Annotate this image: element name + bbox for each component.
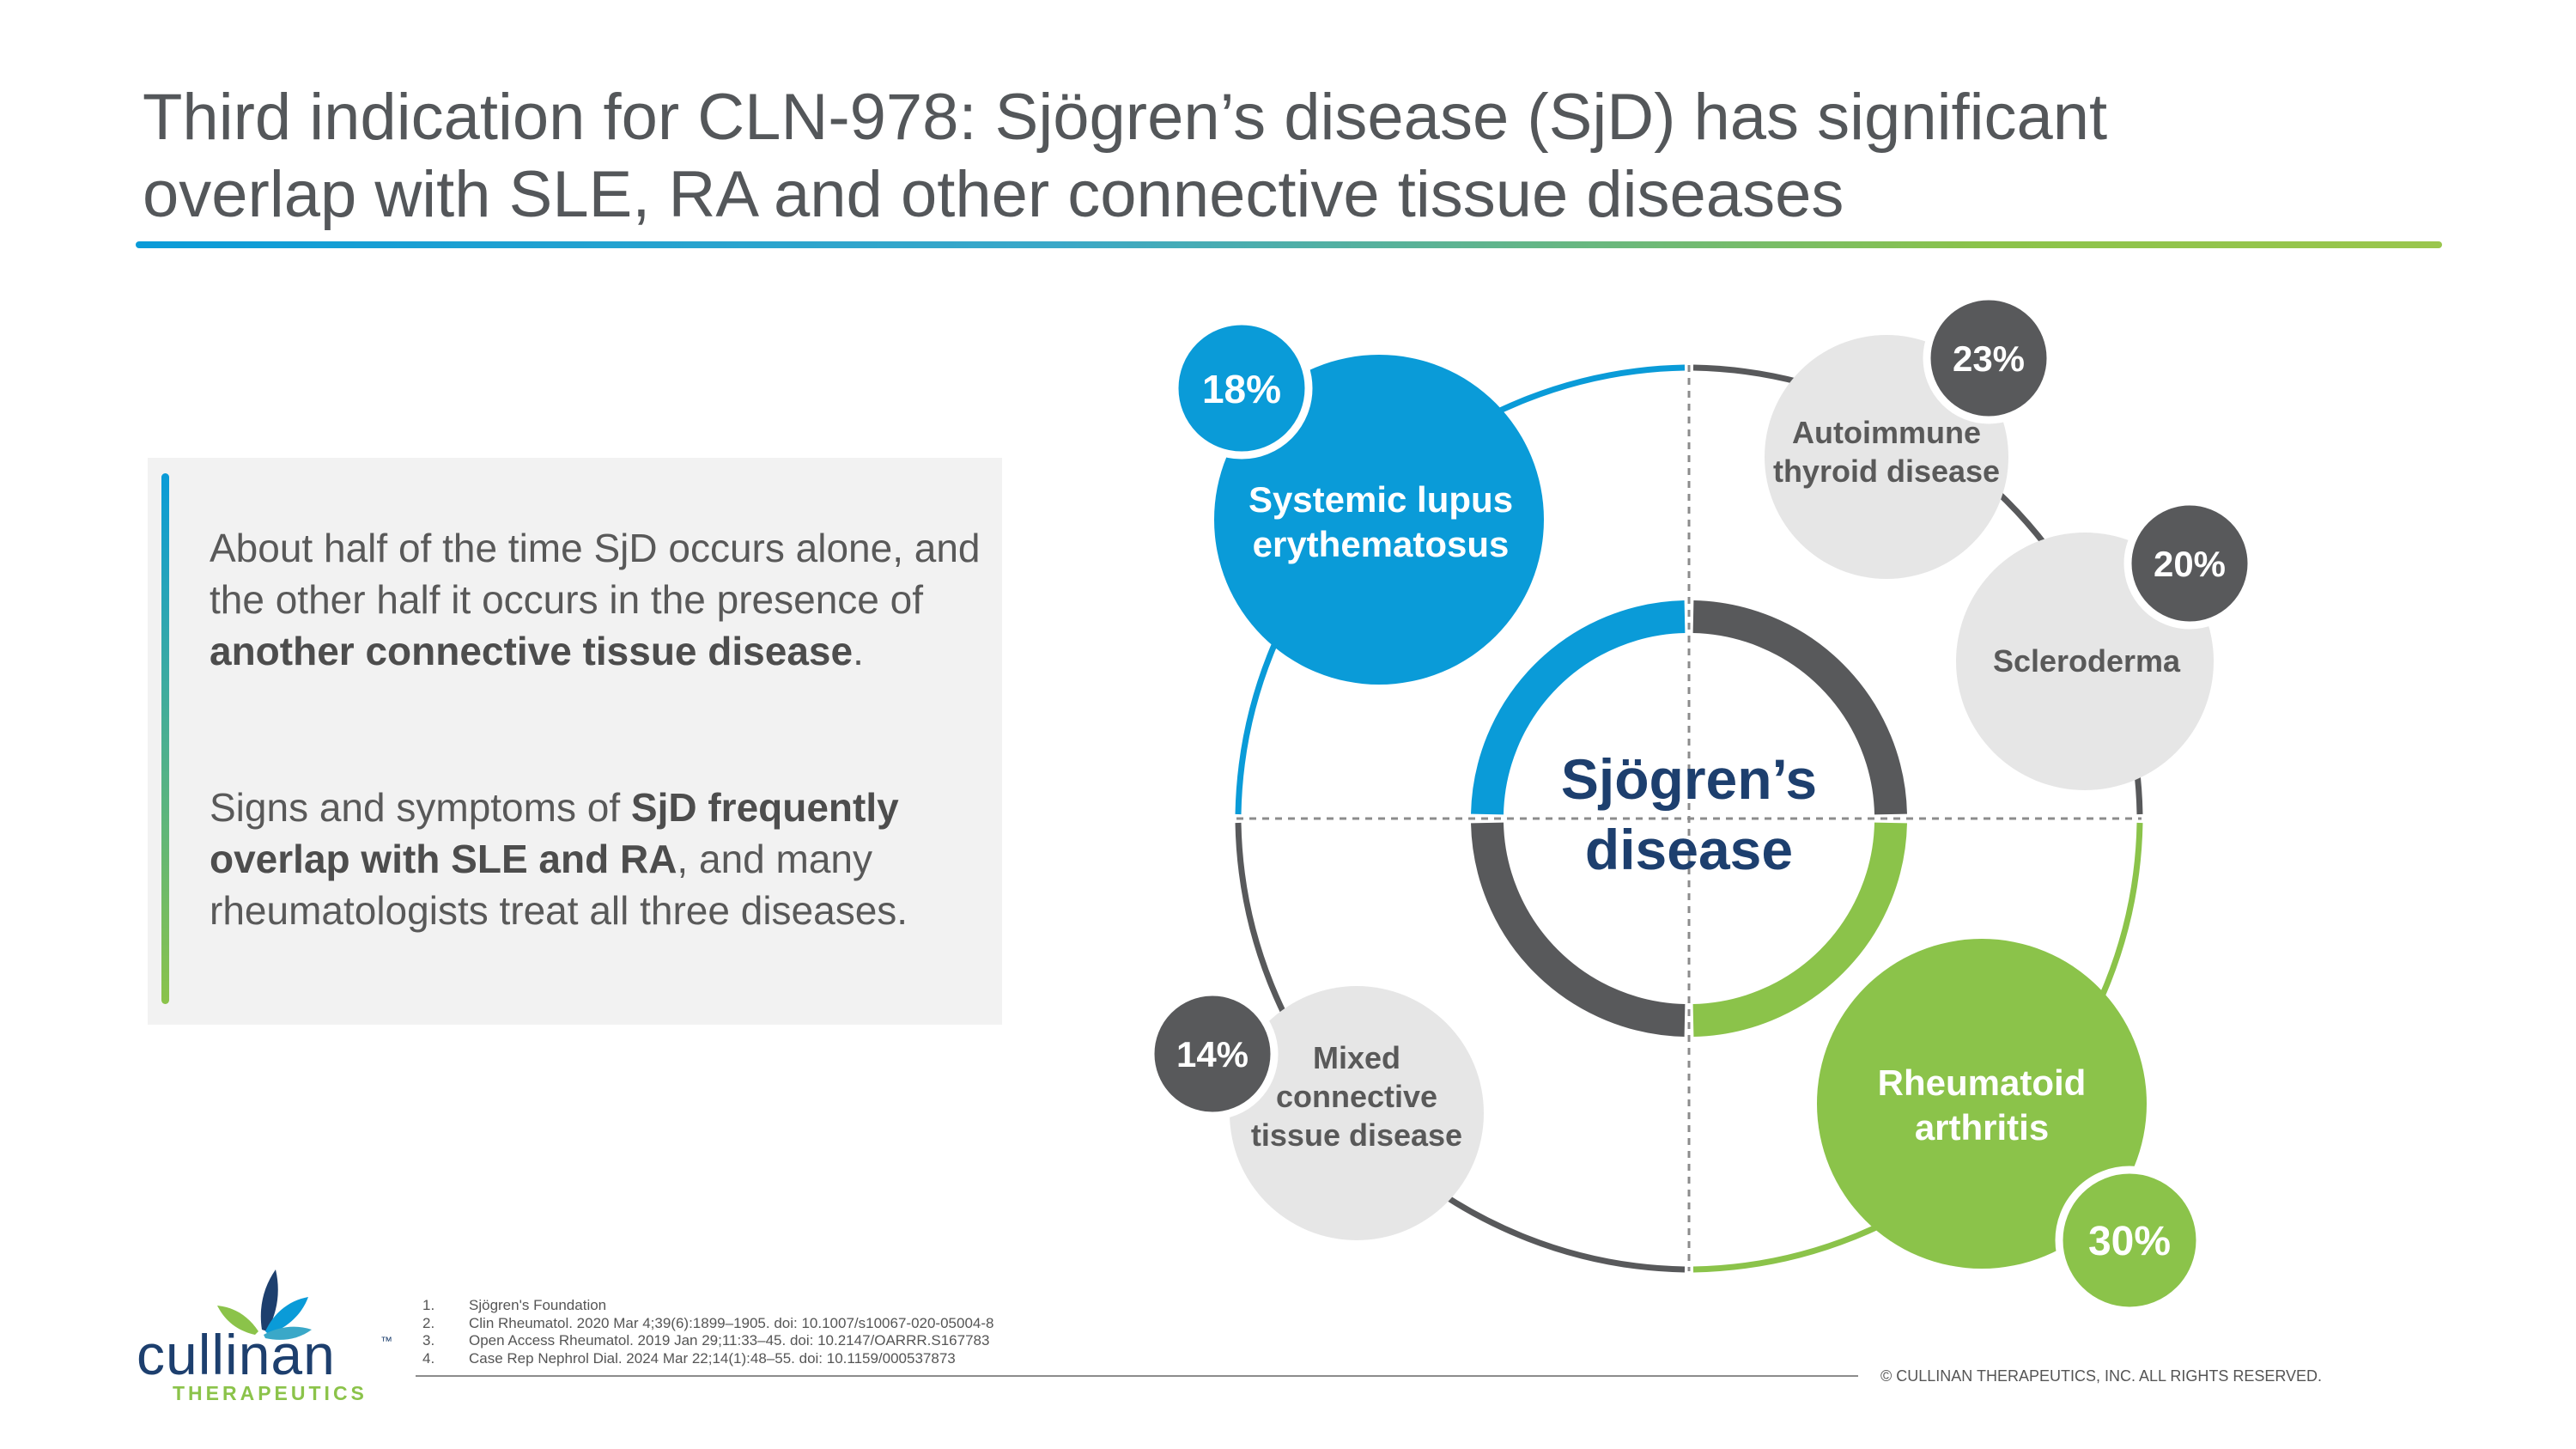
inner-ring-bottom-left <box>1471 822 1686 1037</box>
slide-title-line-2: overlap with SLE, RA and other connectiv… <box>143 158 1844 231</box>
mctd-pct-badge <box>1146 988 1279 1120</box>
ra-pct: 30% <box>2088 1219 2171 1264</box>
scleroderma-pct-badge <box>2123 497 2256 630</box>
summary-panel: About half of the time SjD occurs alone,… <box>148 458 1002 1025</box>
footnote-2-num: 2. <box>422 1314 435 1331</box>
footnote-3-text: Open Access Rheumatol. 2019 Jan 29;11:33… <box>469 1332 990 1349</box>
scleroderma-pct: 20% <box>2154 544 2226 584</box>
inner-ring-blue <box>1471 600 1686 815</box>
copyright-notice: © CULLINAN THERAPEUTICS, INC. ALL RIGHTS… <box>1880 1367 2323 1385</box>
thyroid-label-line-2: thyroid disease <box>1773 454 2000 489</box>
center-label-line-2: disease <box>1585 818 1793 881</box>
sle-label-line-1: Systemic lupus <box>1249 479 1513 520</box>
footnote-4: 4. Case Rep Nephrol Dial. 2024 Mar 22;14(… <box>422 1350 994 1368</box>
inner-ring-top-right <box>1692 600 1907 815</box>
node-autoimmune-thyroid-disease: Autoimmune thyroid disease 23% <box>1765 292 2055 579</box>
scleroderma-label: Scleroderma <box>1993 643 2181 679</box>
mctd-label-line-3: tissue disease <box>1251 1117 1462 1153</box>
sle-circle <box>1214 355 1544 685</box>
footnote-4-text: Case Rep Nephrol Dial. 2024 Mar 22;14(1)… <box>469 1349 956 1367</box>
p2-bold: SjD frequently overlap with SLE and RA <box>210 785 899 881</box>
p1-text-end: . <box>853 629 864 673</box>
node-mixed-connective-tissue-disease: Mixed connective tissue disease 14% <box>1146 986 1484 1240</box>
summary-paragraph-2: Signs and symptoms of SjD frequently ove… <box>210 782 982 936</box>
slide-title: Third indication for CLN-978: Sjögren’s … <box>143 79 2461 234</box>
footnote-4-num: 4. <box>422 1349 435 1367</box>
footnote-2-text: Clin Rheumatol. 2020 Mar 4;39(6):1899–19… <box>469 1314 994 1331</box>
summary-paragraph-1: About half of the time SjD occurs alone,… <box>210 522 982 677</box>
ra-circle <box>1817 939 2147 1269</box>
mctd-label-line-2: connective <box>1276 1079 1437 1114</box>
thyroid-pct: 23% <box>1953 338 2025 379</box>
thyroid-label-line-1: Autoimmune <box>1792 415 1981 450</box>
p2-text: Signs and symptoms of <box>210 785 631 830</box>
center-label-line-1: Sjögren’s <box>1561 747 1817 811</box>
footnote-2: 2. Clin Rheumatol. 2020 Mar 4;39(6):1899–… <box>422 1315 994 1333</box>
title-gradient-rule <box>136 241 2442 248</box>
sle-label-line-2: erythematosus <box>1253 524 1510 564</box>
thyroid-pct-badge <box>1923 292 2055 424</box>
inner-ring-green <box>1692 822 1907 1037</box>
p2-text-end: , and many rheumatologists treat all thr… <box>210 837 908 933</box>
mctd-circle <box>1230 986 1484 1240</box>
footnote-3: 3. Open Access Rheumatol. 2019 Jan 29;11:… <box>422 1332 994 1350</box>
mctd-label-line-1: Mixed <box>1313 1040 1400 1075</box>
cullinan-logo: cullinan ™ THERAPEUTICS <box>137 1269 392 1404</box>
p1-bold: another connective tissue disease <box>210 629 854 673</box>
node-systemic-lupus-erythematosus: Systemic lupus erythematosus 18% <box>1170 317 1544 685</box>
sle-pct-badge <box>1170 317 1313 460</box>
slide-title-line-1: Third indication for CLN-978: Sjögren’s … <box>143 81 2108 154</box>
mctd-pct: 14% <box>1176 1034 1249 1075</box>
ra-pct-badge <box>2055 1166 2204 1315</box>
leaf-icon <box>217 1269 312 1340</box>
node-rheumatoid-arthritis: Rheumatoid arthritis 30% <box>1817 939 2204 1315</box>
footnote-1: 1. Sjögren's Foundation <box>422 1297 994 1315</box>
footnote-1-num: 1. <box>422 1297 435 1313</box>
ra-label-line-2: arthritis <box>1915 1107 2049 1148</box>
ra-label-line-1: Rheumatoid <box>1878 1062 2087 1103</box>
footnote-1-text: Sjögren's Foundation <box>469 1297 607 1313</box>
node-scleroderma: Scleroderma 20% <box>1956 497 2256 790</box>
sle-pct: 18% <box>1202 367 1281 411</box>
p1-text: About half of the time SjD occurs alone,… <box>210 526 981 622</box>
panel-accent-bar <box>161 473 169 1004</box>
footnotes: 1. Sjögren's Foundation 2. Clin Rheumatol.… <box>422 1297 994 1367</box>
logo-wordmark: cullinan <box>137 1323 336 1386</box>
logo-trademark: ™ <box>380 1334 392 1348</box>
footer-rule <box>416 1375 1858 1377</box>
logo-tagline: THERAPEUTICS <box>173 1382 368 1404</box>
footnote-3-num: 3. <box>422 1332 435 1349</box>
